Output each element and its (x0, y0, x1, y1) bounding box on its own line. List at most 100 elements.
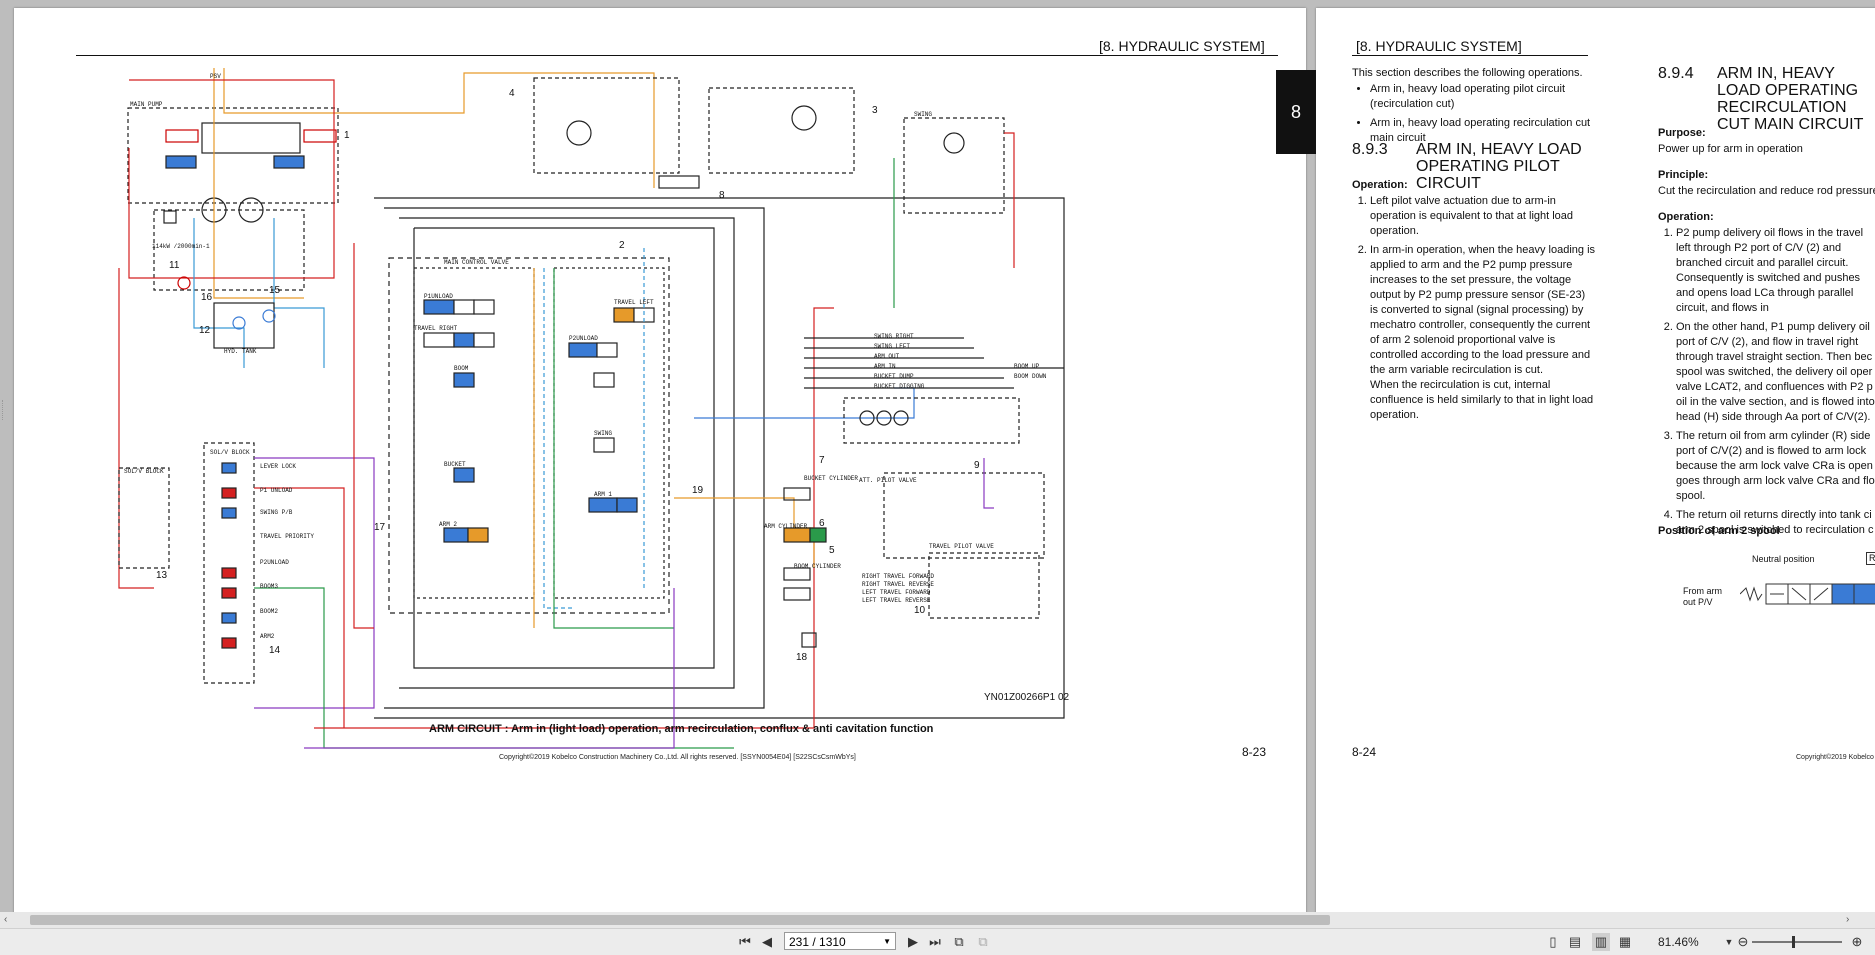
svg-text:BOOM CYLINDER: BOOM CYLINDER (794, 563, 841, 570)
first-page-icon[interactable]: ⏮ (739, 934, 751, 949)
section-8-9-3-number: 8.9.3 (1352, 141, 1388, 158)
zoom-dropdown-icon[interactable]: ▼ (1724, 937, 1734, 947)
page-header: [8. HYDRAULIC SYSTEM] (1099, 38, 1265, 54)
svg-text:BOOM DOWN: BOOM DOWN (1014, 373, 1047, 380)
hydraulic-schematic: MAIN PUMP PSV 114kW /2000min-1 MAIN CONT… (118, 68, 1065, 749)
svg-text:1: 1 (344, 130, 350, 141)
svg-text:P2UNLOAD: P2UNLOAD (260, 559, 289, 566)
svg-text:SWING P/B: SWING P/B (260, 509, 293, 516)
svg-text:TRAVEL LEFT: TRAVEL LEFT (614, 299, 654, 306)
svg-text:SOL/V BLOCK: SOL/V BLOCK (210, 449, 250, 456)
continuous-facing-icon[interactable]: ▦ (1618, 934, 1632, 949)
svg-text:7: 7 (819, 455, 825, 466)
svg-text:HYD. TANK: HYD. TANK (224, 348, 257, 355)
purpose-label: Purpose: (1658, 127, 1706, 139)
drawing-code: YN01Z00266P1 02 (984, 692, 1070, 703)
zoom-in-icon[interactable]: ⊕ (1851, 934, 1863, 949)
zoom-slider-knob[interactable] (1792, 936, 1795, 948)
zoom-slider[interactable] (1752, 936, 1842, 948)
page-input-value: 231 / 1310 (789, 935, 846, 949)
scroll-left-icon[interactable]: ‹ (4, 914, 8, 925)
zoom-out-icon[interactable]: ⊖ (1737, 934, 1749, 949)
operation-step: Left pilot valve actuation due to arm-in… (1370, 194, 1596, 239)
principle-text: Cut the recirculation and reduce rod pre… (1658, 185, 1875, 197)
svg-text:LEFT TRAVEL FORWARD: LEFT TRAVEL FORWARD (862, 589, 931, 596)
previous-view-icon[interactable]: ⧉ (954, 934, 964, 949)
arm2-spool-diagram (1740, 583, 1875, 605)
svg-text:TRAVEL PILOT VALVE: TRAVEL PILOT VALVE (929, 543, 994, 550)
copyright-notice: Copyright©2019 Kobelco (1796, 754, 1874, 761)
svg-text:10: 10 (914, 605, 926, 616)
bullet-item: Arm in, heavy load operating pilot circu… (1370, 82, 1592, 112)
splitter-handle[interactable] (2, 400, 9, 420)
page-dropdown-icon[interactable]: ▼ (883, 937, 891, 946)
svg-text:BOOM3: BOOM3 (260, 583, 278, 590)
principle-label: Principle: (1658, 169, 1709, 181)
operation-step: P2 pump delivery oil flows in the travel… (1676, 226, 1875, 316)
single-page-icon[interactable]: ▯ (1549, 934, 1557, 949)
svg-text:P1 UNLOAD: P1 UNLOAD (260, 487, 293, 494)
svg-text:SWING: SWING (914, 111, 932, 118)
svg-text:2: 2 (619, 240, 625, 251)
svg-text:9: 9 (974, 460, 980, 471)
svg-text:13: 13 (156, 570, 168, 581)
section-8-9-4-number: 8.9.4 (1658, 65, 1694, 82)
svg-text:11: 11 (169, 260, 180, 271)
continuous-page-icon[interactable]: ▤ (1568, 934, 1582, 949)
page-number: 8-24 (1352, 745, 1377, 759)
intro-bullets: Arm in, heavy load operating pilot circu… (1352, 82, 1592, 146)
svg-text:SOL/V BLOCK: SOL/V BLOCK (124, 468, 164, 475)
svg-text:P1UNLOAD: P1UNLOAD (424, 293, 453, 300)
svg-text:PSV: PSV (210, 73, 221, 80)
svg-text:BOOM: BOOM (454, 365, 469, 372)
svg-text:3: 3 (872, 105, 878, 116)
purpose-text: Power up for arm in operation (1658, 143, 1803, 155)
svg-text:LEVER LOCK: LEVER LOCK (260, 463, 296, 470)
section-8-9-4-title: ARM IN, HEAVY LOAD OPERATING RECIRCULATI… (1717, 65, 1864, 133)
svg-text:SWING RIGHT: SWING RIGHT (874, 333, 914, 340)
svg-text:ATT. PILOT VALVE: ATT. PILOT VALVE (859, 477, 917, 484)
svg-text:6: 6 (819, 518, 825, 529)
copyright-notice: Copyright©2019 Kobelco Construction Mach… (499, 754, 856, 761)
operation2-list: P2 pump delivery oil flows in the travel… (1658, 226, 1875, 538)
svg-text:LEFT TRAVEL REVERSE: LEFT TRAVEL REVERSE (862, 597, 931, 604)
intro-text: This section describes the following ope… (1352, 67, 1583, 79)
svg-text:ARM 1: ARM 1 (594, 491, 612, 498)
operation-note: When the recirculation is cut, internal … (1370, 379, 1594, 421)
svg-text:BUCKET DUMP: BUCKET DUMP (874, 373, 914, 380)
page-8-23: [8. HYDRAULIC SYSTEM] (14, 8, 1306, 912)
operation-label: Operation: (1352, 179, 1408, 191)
last-page-icon[interactable]: ⏭ (929, 934, 941, 949)
svg-text:TRAVEL RIGHT: TRAVEL RIGHT (414, 325, 458, 332)
svg-text:8: 8 (719, 190, 725, 201)
previous-page-icon[interactable]: ◀ (762, 934, 772, 949)
document-viewport[interactable]: [8. HYDRAULIC SYSTEM] (0, 0, 1875, 912)
header-rule (1352, 55, 1588, 56)
svg-text:MAIN PUMP: MAIN PUMP (130, 101, 163, 108)
position-heading: Position of arm 2 spool (1658, 525, 1780, 537)
next-view-icon[interactable]: ⧉ (978, 934, 988, 949)
svg-text:ARM CYLINDER: ARM CYLINDER (764, 523, 808, 530)
zoom-level[interactable]: 81.46% (1658, 935, 1699, 949)
next-page-icon[interactable]: ▶ (908, 934, 918, 949)
svg-text:17: 17 (374, 522, 386, 533)
page-header: [8. HYDRAULIC SYSTEM] (1356, 38, 1522, 54)
scroll-right-icon[interactable]: › (1846, 914, 1850, 925)
horizontal-scrollbar[interactable]: ‹ › (0, 912, 1875, 928)
header-rule (76, 55, 1278, 56)
svg-text:ARM IN: ARM IN (874, 363, 896, 370)
figure-caption: ARM CIRCUIT : Arm in (light load) operat… (429, 723, 934, 735)
svg-text:RIGHT TRAVEL FORWARD: RIGHT TRAVEL FORWARD (862, 573, 934, 580)
operation-step: The return oil from arm cylinder (R) sid… (1676, 429, 1875, 504)
svg-text:5: 5 (829, 545, 835, 556)
operation-step: In arm-in operation, when the heavy load… (1370, 243, 1596, 378)
svg-text:12: 12 (199, 325, 211, 336)
svg-text:15: 15 (269, 285, 281, 296)
svg-text:SWING: SWING (594, 430, 612, 437)
scrollbar-thumb[interactable] (30, 915, 1330, 925)
svg-text:BUCKET CYLINDER: BUCKET CYLINDER (804, 475, 858, 482)
facing-pages-icon[interactable]: ▥ (1592, 933, 1610, 951)
operation2-label: Operation: (1658, 211, 1714, 223)
svg-text:114kW /2000min-1: 114kW /2000min-1 (152, 243, 210, 250)
page-number-input[interactable]: 231 / 1310 ▼ (784, 932, 896, 950)
